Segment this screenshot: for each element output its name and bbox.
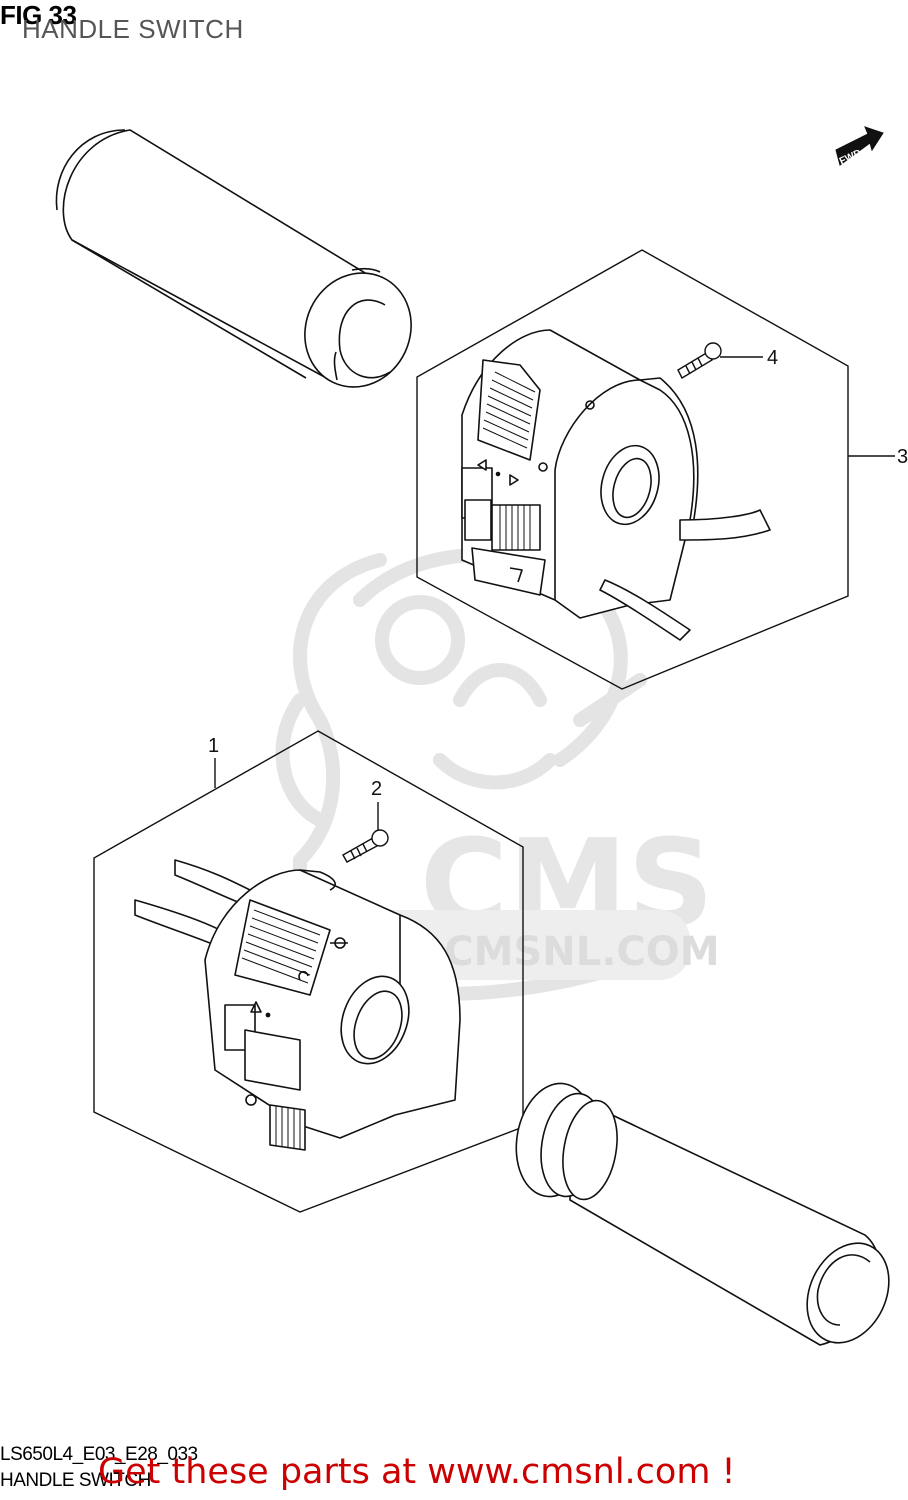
screw-2	[342, 829, 389, 863]
section-name: HANDLE SWITCH	[0, 1470, 151, 1491]
assembly-outline-upper	[416, 249, 849, 690]
callout-3[interactable]: 3	[897, 446, 908, 468]
screw-4	[677, 342, 722, 379]
callout-1[interactable]: 1	[208, 735, 220, 757]
callout-4[interactable]: 4	[767, 347, 779, 369]
promo-link[interactable]: Get these parts at www.cmsnl.com !	[98, 1452, 736, 1492]
watermark	[275, 548, 647, 1007]
handle-switch-upper	[461, 329, 771, 641]
handle-switch-lower	[134, 859, 461, 1151]
figure-number: FIG 33	[0, 0, 77, 30]
model-code: LS650L4_E03_E28_033	[0, 1444, 198, 1465]
forward-arrow-icon: FWD	[835, 126, 884, 167]
figure-title: HANDLE SWITCH	[22, 14, 244, 44]
assembly-outline-lower	[93, 730, 524, 1213]
handlebar-grip-right	[515, 1082, 890, 1346]
handlebar-grip-left	[55, 129, 412, 388]
callout-2[interactable]: 2	[371, 778, 383, 800]
